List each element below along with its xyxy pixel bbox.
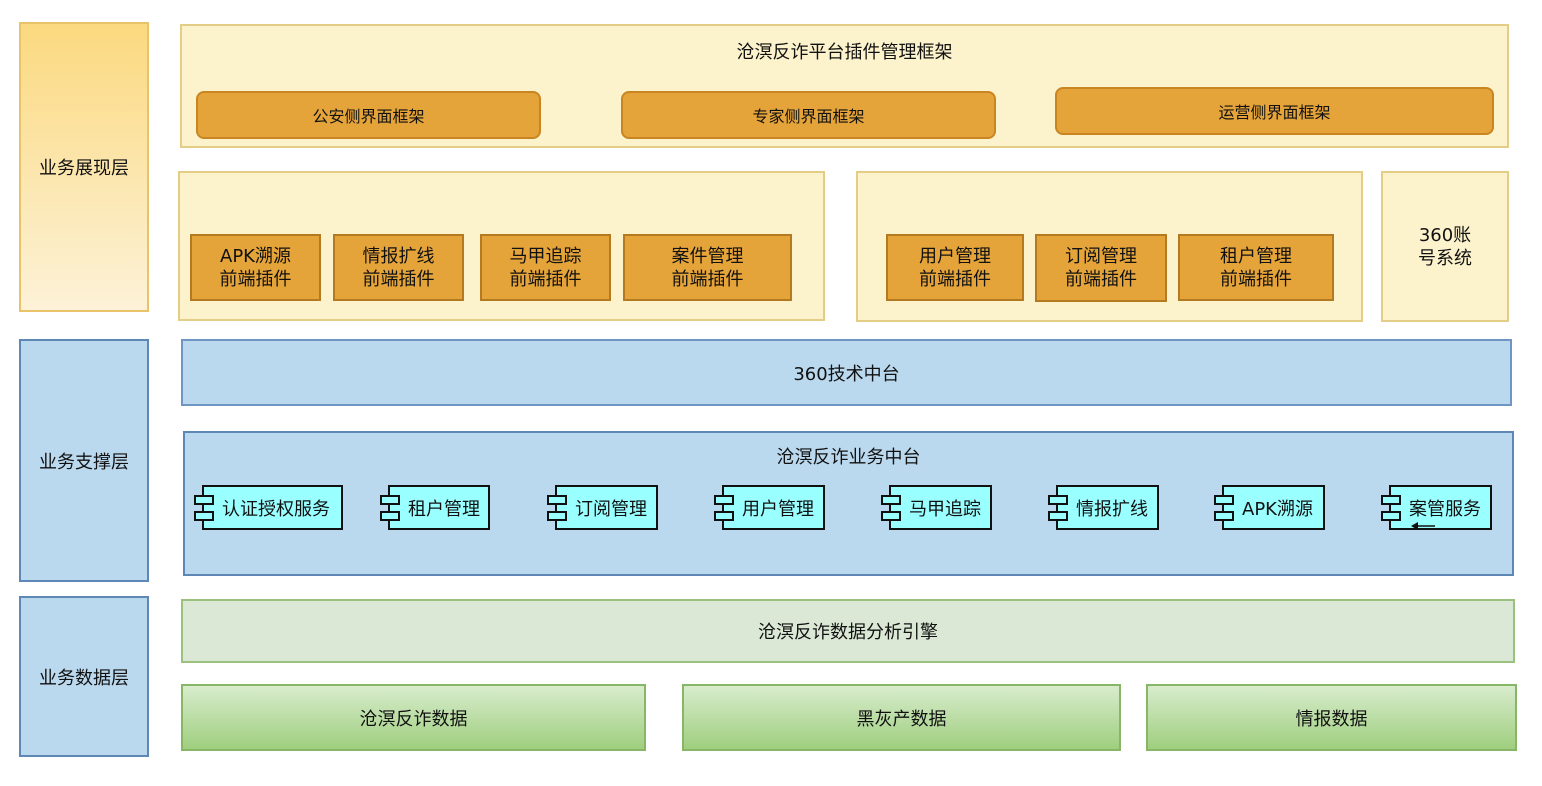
component-label: 订阅管理 — [575, 498, 647, 520]
account-system-line1: 360账 — [1418, 224, 1472, 246]
data-layer-label: 业务数据层 — [19, 596, 149, 757]
plugin-user-line2: 前端插件 — [919, 268, 991, 290]
plugin-case: 案件管理 前端插件 — [623, 234, 792, 301]
component-tab — [380, 495, 400, 505]
component-tab — [1381, 511, 1401, 521]
plugin-vest: 马甲追踪 前端插件 — [480, 234, 611, 301]
component-tab — [881, 495, 901, 505]
component-case: 案管服务 — [1381, 485, 1492, 530]
plugin-intel-line1: 情报扩线 — [362, 245, 435, 267]
component-label: 租户管理 — [408, 498, 480, 520]
plugin-framework-title: 沧溟反诈平台插件管理框架 — [736, 42, 953, 63]
arrow-left-icon — [1411, 522, 1435, 530]
component-tab — [714, 495, 734, 505]
data-source-blackgray: 黑灰产数据 — [682, 684, 1121, 751]
frame-operation: 运营侧界面框架 — [1055, 87, 1494, 135]
tech-platform-bar: 360技术中台 — [181, 339, 1512, 406]
data-source-canming: 沧溟反诈数据 — [181, 684, 646, 751]
component-label: 认证授权服务 — [222, 498, 330, 520]
plugin-case-line1: 案件管理 — [671, 245, 744, 267]
plugin-apk-line1: APK溯源 — [220, 245, 291, 267]
plugin-apk: APK溯源 前端插件 — [190, 234, 321, 301]
component-label: 用户管理 — [742, 498, 814, 520]
component-auth: 认证授权服务 — [194, 485, 343, 530]
component-intel: 情报扩线 — [1048, 485, 1159, 530]
component-label: 马甲追踪 — [909, 498, 981, 520]
component-tab — [1048, 511, 1068, 521]
component-tab — [547, 495, 567, 505]
component-tab — [194, 495, 214, 505]
support-layer-label: 业务支撑层 — [19, 339, 149, 582]
component-tab — [194, 511, 214, 521]
component-label: 案管服务 — [1409, 498, 1481, 520]
component-tab — [1214, 495, 1234, 505]
presentation-layer-label: 业务展现层 — [19, 22, 149, 312]
component-tab — [1048, 495, 1068, 505]
plugin-tenant: 租户管理 前端插件 — [1178, 234, 1334, 301]
component-tab — [1381, 495, 1401, 505]
component-user: 用户管理 — [714, 485, 825, 530]
plugin-case-line2: 前端插件 — [671, 268, 744, 290]
support-layer-text: 业务支撑层 — [39, 451, 129, 473]
plugin-apk-line2: 前端插件 — [219, 268, 292, 290]
plugin-tenant-line1: 租户管理 — [1220, 245, 1292, 267]
component-label: APK溯源 — [1242, 498, 1313, 520]
frame-police: 公安侧界面框架 — [196, 91, 541, 139]
account-system-line2: 号系统 — [1418, 247, 1472, 269]
data-layer-text: 业务数据层 — [39, 667, 129, 689]
component-tab — [380, 511, 400, 521]
analysis-engine-bar: 沧溟反诈数据分析引擎 — [181, 599, 1515, 663]
component-vest: 马甲追踪 — [881, 485, 992, 530]
plugin-vest-line1: 马甲追踪 — [509, 245, 582, 267]
plugin-user-line1: 用户管理 — [919, 245, 991, 267]
frame-expert: 专家侧界面框架 — [621, 91, 996, 139]
presentation-layer-text: 业务展现层 — [39, 158, 129, 179]
business-platform-title: 沧溟反诈业务中台 — [776, 447, 921, 468]
plugin-vest-line2: 前端插件 — [509, 268, 582, 290]
plugin-user: 用户管理 前端插件 — [886, 234, 1024, 301]
account-system-box: 360账 号系统 — [1381, 171, 1509, 322]
plugin-intel-line2: 前端插件 — [362, 268, 435, 290]
plugin-tenant-line2: 前端插件 — [1220, 268, 1292, 290]
data-source-intel: 情报数据 — [1146, 684, 1517, 751]
component-subscribe: 订阅管理 — [547, 485, 658, 530]
component-apk: APK溯源 — [1214, 485, 1325, 530]
component-tab — [547, 511, 567, 521]
component-tenant: 租户管理 — [380, 485, 490, 530]
plugin-subscribe-line1: 订阅管理 — [1065, 246, 1137, 267]
plugin-intel: 情报扩线 前端插件 — [333, 234, 464, 301]
plugin-subscribe-line2: 前端插件 — [1065, 269, 1137, 290]
plugin-subscribe: 订阅管理 前端插件 — [1035, 234, 1167, 302]
component-tab — [1214, 511, 1234, 521]
component-tab — [714, 511, 734, 521]
component-tab — [881, 511, 901, 521]
component-label: 情报扩线 — [1076, 498, 1148, 520]
